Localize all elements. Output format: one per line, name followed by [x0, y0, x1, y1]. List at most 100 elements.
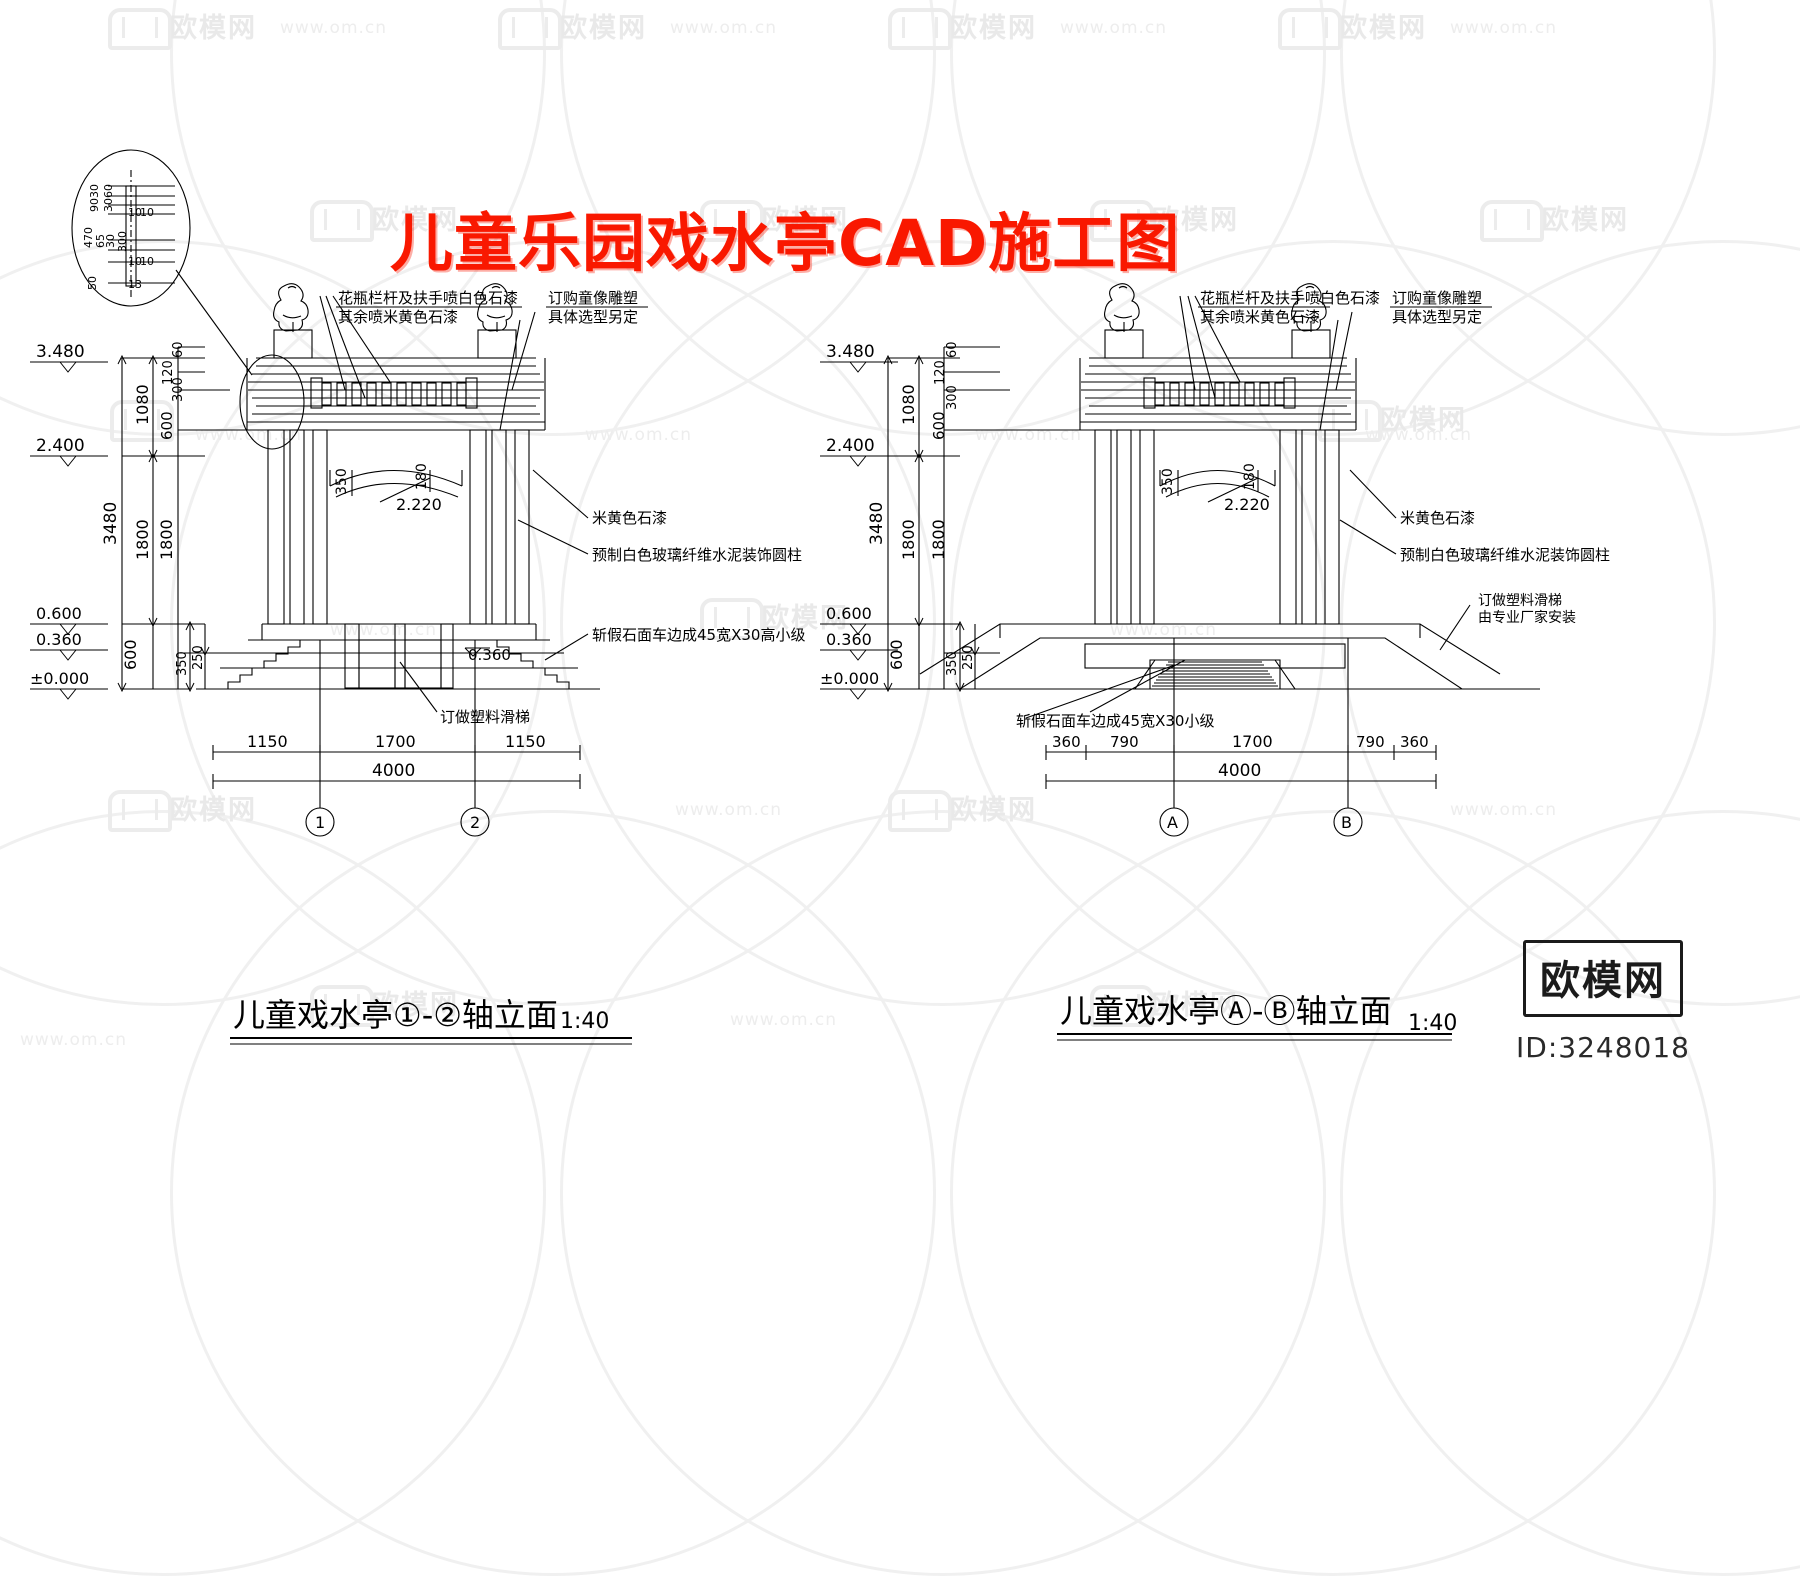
- elevation-marks-left: [30, 361, 108, 700]
- detail-dim: 300: [116, 231, 129, 252]
- anno-sculpture-line1: 订购童像雕塑: [1392, 289, 1482, 307]
- dim-text-3480: 3480: [867, 502, 887, 545]
- anno-railing-line2: 其余喷米黄色石漆: [338, 308, 458, 326]
- axis-label-1: 1: [315, 813, 325, 832]
- left-view-scale: 1:40: [560, 1009, 609, 1034]
- axis-label-2: 2: [470, 813, 480, 832]
- elevation-label: 0.600: [826, 604, 872, 623]
- dim-text: 1800: [157, 519, 176, 560]
- member-dim: 180: [414, 463, 430, 490]
- dim-text: 1080: [899, 384, 918, 425]
- anno-railing-line1: 花瓶栏杆及扶手喷白色石漆: [1200, 289, 1380, 307]
- dim-text: 600: [930, 411, 948, 440]
- detail-bubble: [71, 149, 253, 376]
- detail-dim: 10: [140, 206, 154, 219]
- right-view-text: 3.480 2.400 0.600 0.360 ±0.000 3480 1080…: [820, 289, 1610, 1041]
- dim-text-3480: 3480: [101, 502, 121, 545]
- elevation-label: 3.480: [36, 342, 85, 362]
- detail-callout-ellipse: [239, 354, 305, 450]
- left-view-text: 3.480 2.400 0.600 0.360 ±0.000 3480 1080…: [30, 289, 805, 1045]
- child-sculpture-left: [1104, 283, 1140, 332]
- anno-sculpture-line2: 具体选型另定: [548, 308, 638, 326]
- slope-mark: 0.360: [468, 646, 511, 664]
- detail-dim: 470: [82, 227, 95, 248]
- dim-text: 1700: [1232, 732, 1273, 751]
- page-title: 儿童乐园戏水亭CAD施工图: [390, 207, 1181, 280]
- member-dim: 350: [1160, 468, 1176, 495]
- dim-text: 120: [933, 360, 948, 385]
- dim-text: 360: [1052, 733, 1081, 751]
- right-elevation: [820, 283, 1540, 837]
- left-view-caption: 儿童戏水亭①-②轴立面: [233, 996, 558, 1034]
- detail-dim: 10: [140, 255, 154, 268]
- detail-dim: 65: [94, 234, 107, 248]
- elevation-label: 0.600: [36, 604, 82, 623]
- anno-slide: 订做塑料滑梯: [440, 708, 530, 726]
- dim-text: 350: [175, 651, 190, 676]
- right-view-caption: 儿童戏水亭Ⓐ-Ⓑ轴立面: [1060, 992, 1392, 1030]
- site-logo-block: 欧模网 ID:3248018: [1516, 940, 1690, 1064]
- detail-dim: 60: [102, 184, 115, 198]
- slope-mark: 2.220: [396, 495, 442, 514]
- balustrade: [1143, 377, 1296, 409]
- dim-text: 120: [161, 360, 176, 385]
- detail-dim: 50: [86, 276, 99, 290]
- dim-text: 1700: [375, 732, 416, 751]
- member-dim: 180: [1242, 463, 1258, 490]
- child-sculpture-left: [273, 283, 309, 332]
- detail-dim: 10: [128, 206, 142, 219]
- dim-text: 60: [945, 341, 960, 358]
- dim-text: 600: [158, 411, 176, 440]
- anno-sculpture-line2: 具体选型另定: [1392, 308, 1482, 326]
- detail-dim: 90: [88, 198, 101, 212]
- anno-sculpture-line1: 订购童像雕塑: [548, 289, 638, 307]
- member-dim: 350: [334, 468, 350, 495]
- dim-text: 1150: [247, 732, 288, 751]
- dim-text: 1800: [133, 519, 152, 560]
- dim-text: 600: [121, 639, 140, 670]
- anno-railing-line2: 其余喷米黄色石漆: [1200, 308, 1320, 326]
- left-elevation: [30, 283, 600, 837]
- anno-paint: 米黄色石漆: [1400, 509, 1475, 527]
- detail-dim: 30: [88, 184, 101, 198]
- dim-text: 790: [1356, 733, 1385, 751]
- child-sculpture-right: [1291, 283, 1327, 332]
- balustrade: [310, 377, 478, 409]
- detail-dim: 30: [102, 198, 115, 212]
- dim-text: 250: [961, 645, 976, 670]
- dim-text: 790: [1110, 733, 1139, 751]
- dim-text-total: 4000: [372, 761, 415, 781]
- cad-linework: 30 60 90 30 10 10 470 65 30 300 10 10 50…: [30, 149, 1610, 1045]
- anno-column: 预制白色玻璃纤维水泥装饰圆柱: [592, 546, 802, 564]
- elevation-label: ±0.000: [30, 669, 89, 688]
- dim-text: 1800: [929, 519, 948, 560]
- dim-text: 250: [191, 645, 206, 670]
- anno-railing-line1: 花瓶栏杆及扶手喷白色石漆: [338, 289, 518, 307]
- anno-stone-step: 斩假石面车边成45宽X30高小级: [592, 626, 805, 644]
- horizontal-dims-left: [212, 640, 581, 837]
- dim-text: 350: [945, 651, 960, 676]
- dim-text-total: 4000: [1218, 761, 1261, 781]
- elevation-label: ±0.000: [820, 669, 879, 688]
- anno-stone-step: 斩假石面车边成45宽X30小级: [1016, 712, 1214, 730]
- resource-id: ID:3248018: [1516, 1031, 1690, 1064]
- elevation-label: 2.400: [36, 436, 85, 456]
- horizontal-dims-right: [1045, 638, 1437, 837]
- axis-label-b: B: [1341, 813, 1352, 832]
- dim-text: 1800: [899, 519, 918, 560]
- anno-slide-line1: 订做塑料滑梯: [1478, 592, 1562, 609]
- dim-text: 1080: [133, 384, 152, 425]
- anno-paint: 米黄色石漆: [592, 509, 667, 527]
- dim-text: 60: [171, 341, 186, 358]
- dim-text: 300: [171, 377, 186, 402]
- elevation-label: 3.480: [826, 342, 875, 362]
- child-sculpture-right: [477, 283, 513, 332]
- dim-text: 600: [887, 639, 906, 670]
- anno-slide-line2: 由专业厂家安装: [1478, 609, 1576, 626]
- dim-text: 360: [1400, 733, 1429, 751]
- anno-column: 预制白色玻璃纤维水泥装饰圆柱: [1400, 546, 1610, 564]
- dim-text: 300: [945, 385, 960, 410]
- detail-dim: 13: [128, 278, 142, 291]
- detail-dim: 10: [128, 255, 142, 268]
